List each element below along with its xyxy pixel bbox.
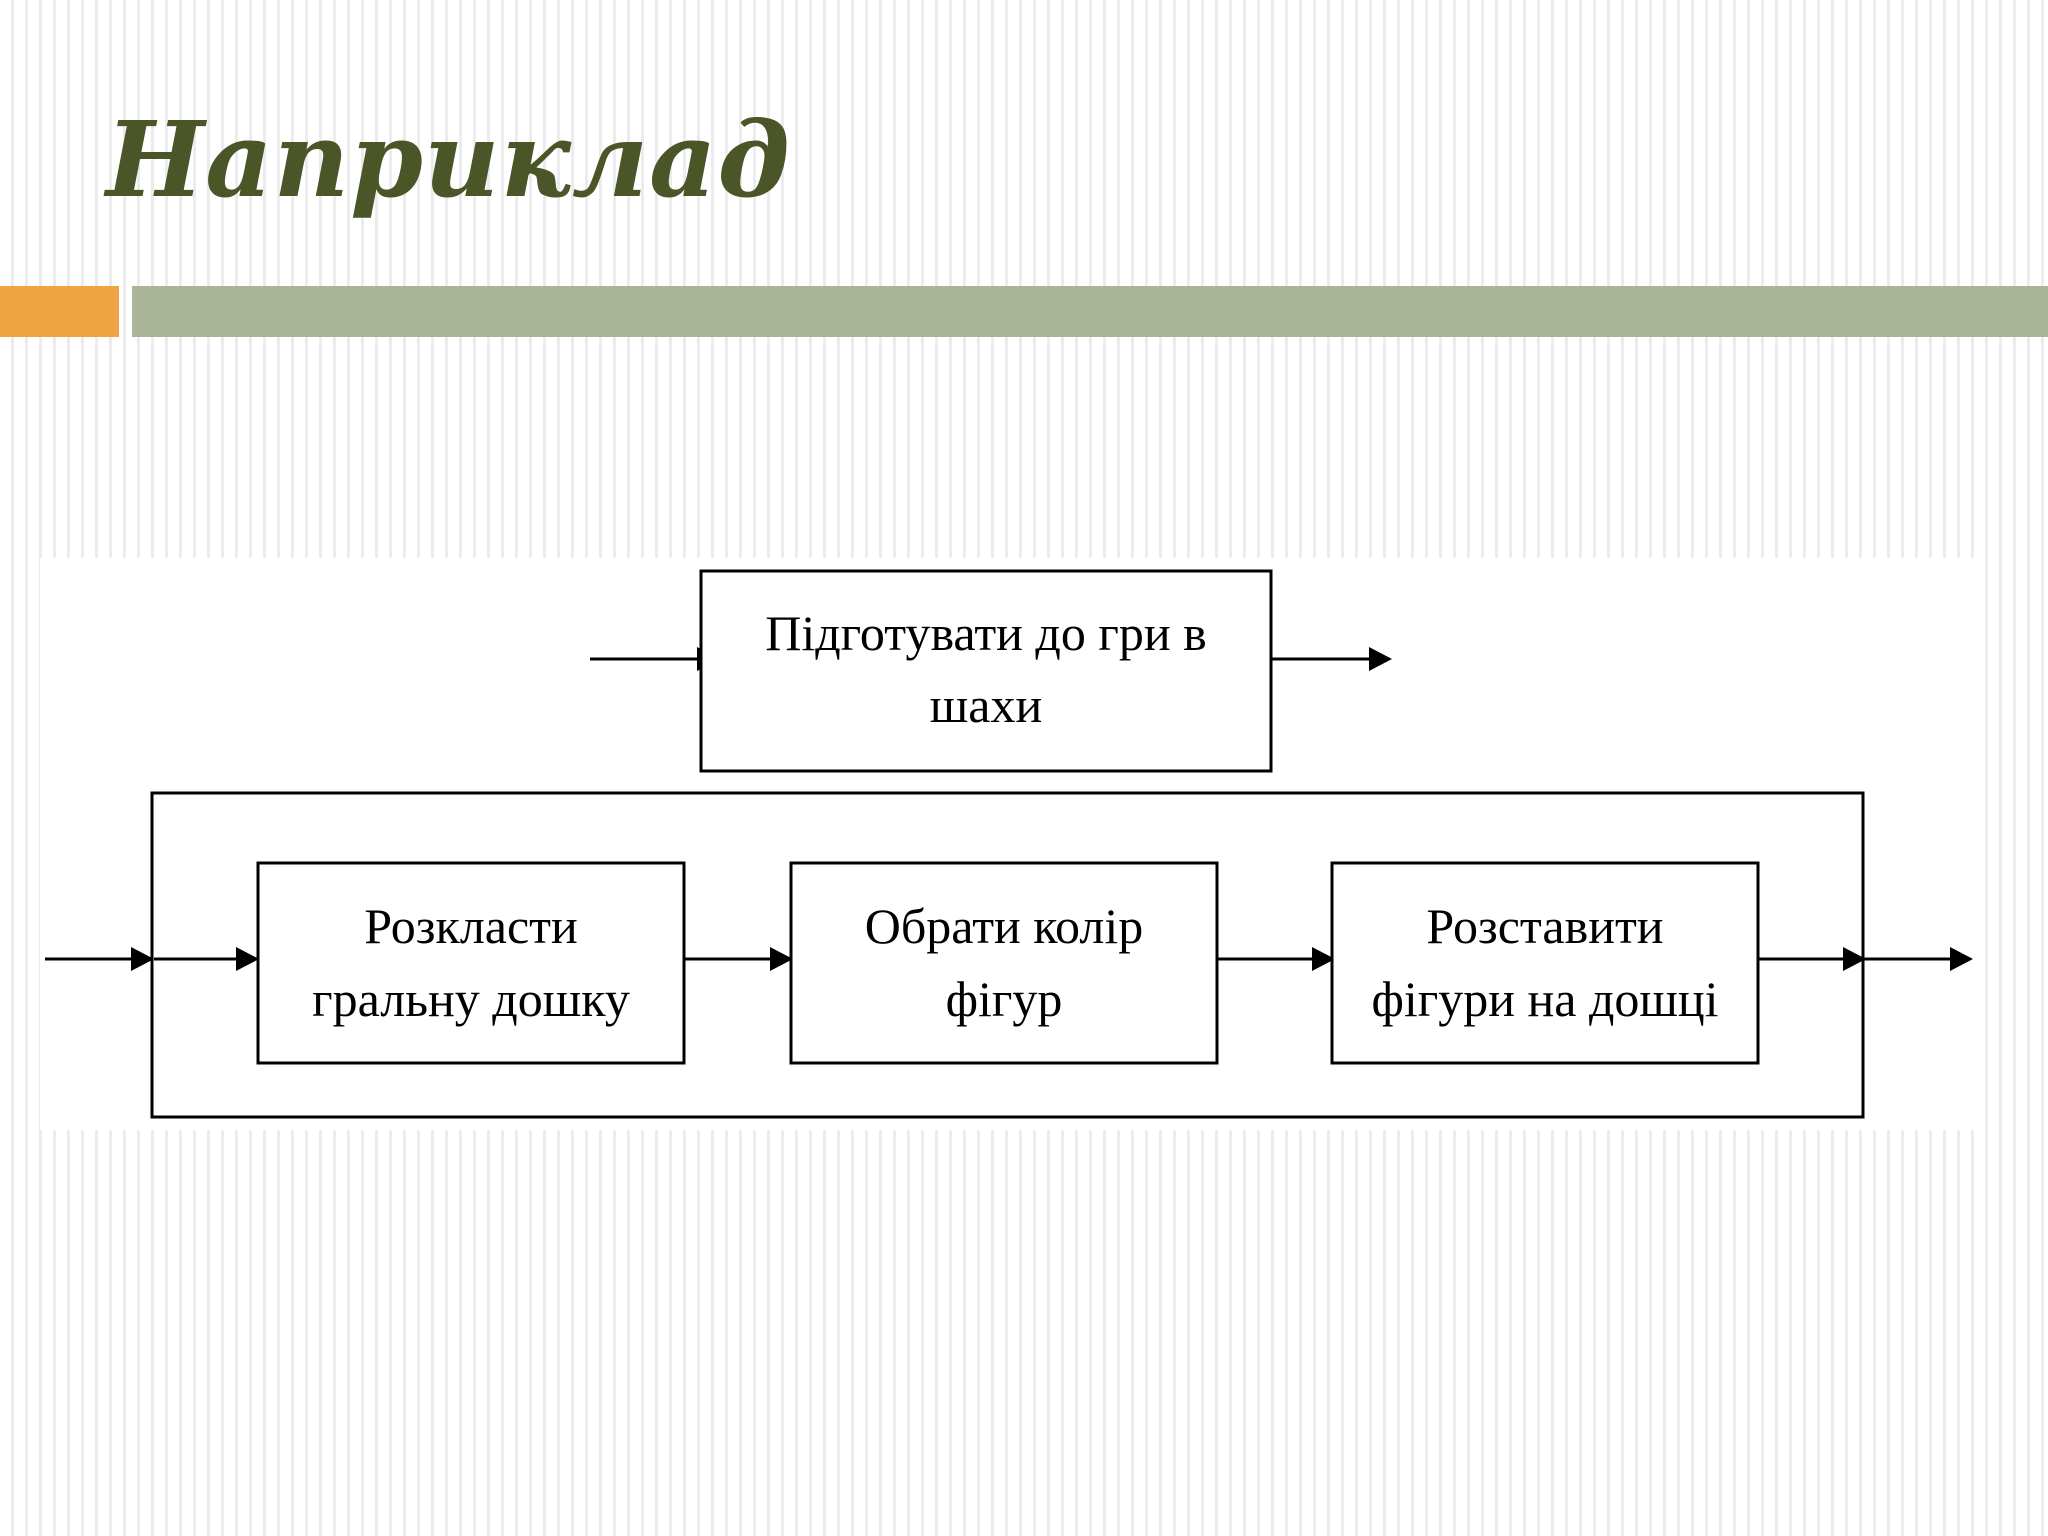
step-1-label-line1: Розкласти [364, 898, 578, 954]
process-diagram: Підготувати до гри в шахи Розкласти грал… [40, 558, 1985, 1130]
slide-title: Наприклад [106, 98, 791, 221]
step-3-label-line1: Розставити [1426, 898, 1663, 954]
step-box-2 [789, 861, 1219, 1065]
process-diagram-svg: Підготувати до гри в шахи Розкласти грал… [45, 569, 1973, 1119]
step2-to-step3-arrowhead [1312, 947, 1335, 971]
step-2-label-line1: Обрати колір [865, 898, 1144, 954]
step-box-1 [256, 861, 686, 1065]
top-process-box [699, 569, 1273, 773]
step3-output-arrowhead [1843, 947, 1866, 971]
step1-to-step2-arrowhead [770, 947, 793, 971]
step-1-label-line2: гральну дошку [312, 971, 630, 1027]
accent-bar-orange [0, 286, 119, 337]
external-output-arrowhead [1950, 947, 1973, 971]
top-process-label-line1: Підготувати до гри в [765, 605, 1207, 661]
decomposition-container [150, 791, 1865, 1119]
top-output-arrowhead [1369, 647, 1392, 671]
step1-input-arrowhead [236, 947, 259, 971]
step-2-label-line2: фігур [946, 971, 1063, 1027]
step-3-label-line2: фігури на дошці [1371, 971, 1718, 1027]
accent-bar-green [132, 286, 2048, 337]
top-process-label-line2: шахи [930, 677, 1042, 733]
step-box-3 [1330, 861, 1760, 1065]
external-input-arrowhead [131, 947, 154, 971]
